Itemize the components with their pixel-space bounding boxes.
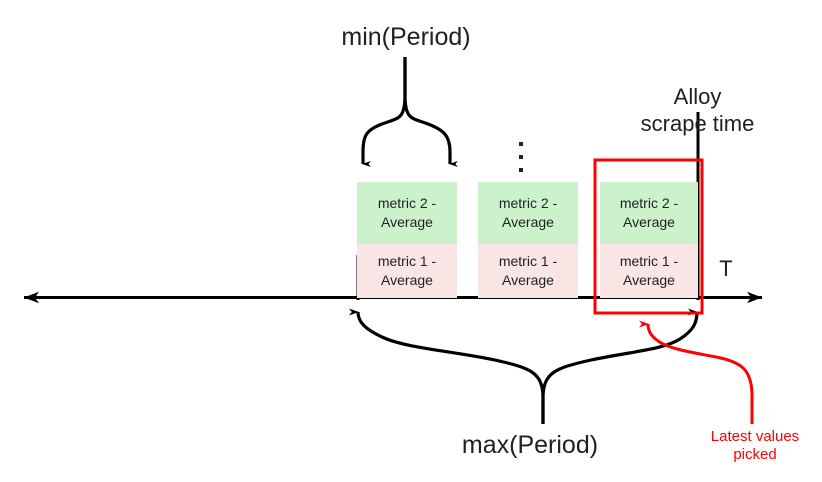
latest-values-highlight-box	[593, 158, 704, 315]
min-period-label: min(Period)	[341, 23, 471, 51]
ellipsis-icon	[514, 142, 528, 172]
period-block-2: metric 2 - Average metric 1 - Average	[478, 182, 578, 298]
period-block-1: metric 2 - Average metric 1 - Average	[357, 182, 457, 298]
latest-values-arrow	[638, 320, 754, 424]
time-axis-label: T	[719, 256, 733, 281]
metric1-cell: metric 1 - Average	[600, 244, 698, 298]
metric2-cell: metric 2 - Average	[478, 182, 578, 244]
metric2-cell: metric 2 - Average	[357, 182, 457, 244]
max-period-label: max(Period)	[461, 431, 599, 459]
metric1-cell: metric 1 - Average	[478, 244, 578, 298]
min-period-brace-right	[403, 57, 458, 167]
max-period-brace-right	[541, 308, 699, 424]
period-block-3: metric 2 - Average metric 1 - Average	[600, 182, 698, 298]
metric2-cell: metric 2 - Average	[600, 182, 698, 244]
min-period-brace	[361, 57, 407, 167]
metric1-cell: metric 1 - Average	[357, 244, 457, 298]
alloy-scrape-time-label: Alloy scrape time	[640, 84, 755, 136]
max-period-brace-left	[348, 308, 545, 424]
latest-values-picked-label: Latest values picked	[710, 428, 800, 464]
